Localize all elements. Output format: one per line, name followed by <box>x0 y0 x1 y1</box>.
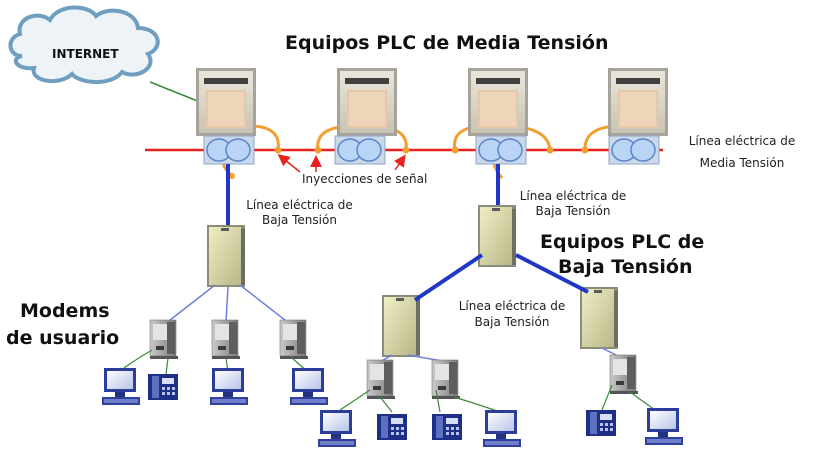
lv-line-label-low: Línea eléctrica de Baja Tensión <box>442 298 582 330</box>
lv-line-left-1: Línea eléctrica de <box>246 198 353 212</box>
lv-plc-box <box>207 225 245 287</box>
user-phone <box>586 410 616 436</box>
coupling-links <box>221 124 629 179</box>
user-phone <box>432 414 462 440</box>
mv-line-label: Línea eléctrica de Media Tensión <box>672 130 812 174</box>
lv-line-left-2: Baja Tensión <box>262 213 337 227</box>
title-lv-2: Baja Tensión <box>558 256 693 278</box>
user-pc <box>210 368 248 405</box>
title-lv-1: Equipos PLC de <box>540 231 705 253</box>
signal-coupler <box>475 135 527 165</box>
user-modem <box>366 359 396 400</box>
internet-link <box>149 81 201 103</box>
signal-coupler <box>203 135 255 165</box>
cloud-label: INTERNET <box>52 47 119 61</box>
mv-plc-device <box>468 68 528 136</box>
injections-label: Inyecciones de señal <box>302 172 428 186</box>
user-modem <box>149 319 179 360</box>
injection-arrows <box>277 154 406 173</box>
lv-plc-box <box>580 287 618 349</box>
mv-plc-device <box>196 68 256 136</box>
lv-line-low-2: Baja Tensión <box>474 315 550 329</box>
title-lv-equipment: Equipos PLC de Baja Tensión <box>540 230 704 280</box>
signal-coupler <box>608 135 660 165</box>
user-phone <box>148 374 178 400</box>
modems-2: de usuario <box>6 327 120 349</box>
internet-cloud <box>8 5 160 84</box>
lv-line-label-left: Línea eléctrica de Baja Tensión <box>232 198 367 228</box>
user-modem <box>279 319 309 360</box>
user-modem <box>609 354 639 395</box>
signal-coupler <box>334 135 386 165</box>
mv-plc-device <box>608 68 668 136</box>
user-pc <box>290 368 328 405</box>
user-pc <box>645 408 683 445</box>
mv-line-label-2: Media Tensión <box>699 156 785 170</box>
lv-line-low-1: Línea eléctrica de <box>458 299 566 313</box>
lv-line-mid-2: Baja Tensión <box>535 204 611 218</box>
lv-link-to-right <box>515 253 589 294</box>
user-pc <box>318 410 356 447</box>
lv-link-to-left <box>413 253 484 302</box>
modems-label: Modems de usuario <box>6 298 119 352</box>
lv-line-mid-1: Línea eléctrica de <box>519 189 627 203</box>
user-pc <box>483 410 521 447</box>
user-pc <box>102 368 140 405</box>
coupling-points <box>229 146 589 179</box>
modems-1: Modems <box>20 300 110 322</box>
mv-plc-device <box>337 68 397 136</box>
title-mv-equipment: Equipos PLC de Media Tensión <box>285 32 609 54</box>
user-phone <box>377 414 407 440</box>
lv-plc-box <box>382 295 420 357</box>
lv-line-label-mid: Línea eléctrica de Baja Tensión <box>502 189 644 219</box>
user-modem <box>211 319 241 360</box>
mv-line-label-1: Línea eléctrica de <box>688 134 796 148</box>
